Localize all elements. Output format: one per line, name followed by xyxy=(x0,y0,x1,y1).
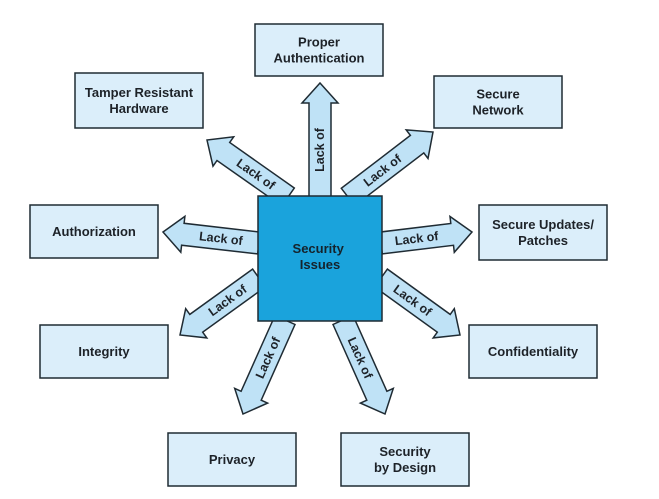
center-label-line-1: Security xyxy=(293,241,345,256)
node-box xyxy=(254,23,384,77)
arrow-shape xyxy=(233,314,296,416)
arrow-shape xyxy=(378,214,474,255)
node-label: Integrity xyxy=(78,344,130,359)
node-box xyxy=(29,204,159,259)
arrow-security-by-design: Lack of xyxy=(332,314,395,416)
node-label-line: Confidentiality xyxy=(488,344,579,359)
center-label-line-2: Issues xyxy=(300,257,340,272)
arrow-secure-updates-patches: Lack of xyxy=(378,214,474,255)
arrow-shape xyxy=(300,81,340,198)
node-secure-updates-patches: Secure Updates/Patches xyxy=(478,204,608,261)
node-label: Secure Updates/Patches xyxy=(492,217,594,248)
arrow-label: Lack of xyxy=(313,127,327,172)
node-box xyxy=(433,75,563,129)
center-box xyxy=(257,195,383,322)
arrow-secure-network: Lack of xyxy=(340,129,434,207)
node-label-line: Security xyxy=(379,444,431,459)
arrow-shape xyxy=(340,129,434,207)
node-box xyxy=(468,324,598,379)
node-box xyxy=(39,324,169,379)
node-label-line: Hardware xyxy=(109,101,168,116)
arrow-shape xyxy=(373,268,461,339)
node-confidentiality: Confidentiality xyxy=(468,324,598,379)
center-layer: Security Issues xyxy=(257,195,383,322)
arrow-proper-authentication: Lack of xyxy=(300,81,340,198)
node-label-line: by Design xyxy=(374,460,436,475)
node-label-line: Authorization xyxy=(52,224,136,239)
node-label: Confidentiality xyxy=(488,344,579,359)
node-label: Authorization xyxy=(52,224,136,239)
node-label-line: Tamper Resistant xyxy=(85,85,194,100)
arrow-confidentiality: Lack of xyxy=(373,268,461,339)
arrow-shape xyxy=(161,214,262,255)
node-label-line: Patches xyxy=(518,233,568,248)
arrow-label: Lack of xyxy=(394,229,440,248)
node-label-line: Network xyxy=(472,103,524,118)
node-box xyxy=(478,204,608,261)
node-label-line: Secure Updates/ xyxy=(492,217,594,232)
center-label: Security Issues xyxy=(293,241,348,272)
node-integrity: Integrity xyxy=(39,324,169,379)
node-label-line: Integrity xyxy=(78,344,130,359)
node-label-line: Secure xyxy=(476,87,519,102)
node-label-line: Proper xyxy=(298,35,340,50)
node-box xyxy=(340,432,470,487)
node-privacy: Privacy xyxy=(167,432,297,487)
node-label-line: Authentication xyxy=(274,51,365,66)
node-box xyxy=(167,432,297,487)
arrow-shape xyxy=(179,268,267,339)
node-box xyxy=(74,72,204,129)
node-authorization: Authorization xyxy=(29,204,159,259)
node-label: Privacy xyxy=(209,452,256,467)
arrow-shape xyxy=(332,314,395,416)
arrow-integrity: Lack of xyxy=(179,268,267,339)
arrow-label: Lack of xyxy=(198,229,244,248)
arrow-privacy: Lack of xyxy=(233,314,296,416)
node-label-line: Privacy xyxy=(209,452,256,467)
arrow-authorization: Lack of xyxy=(161,214,262,255)
